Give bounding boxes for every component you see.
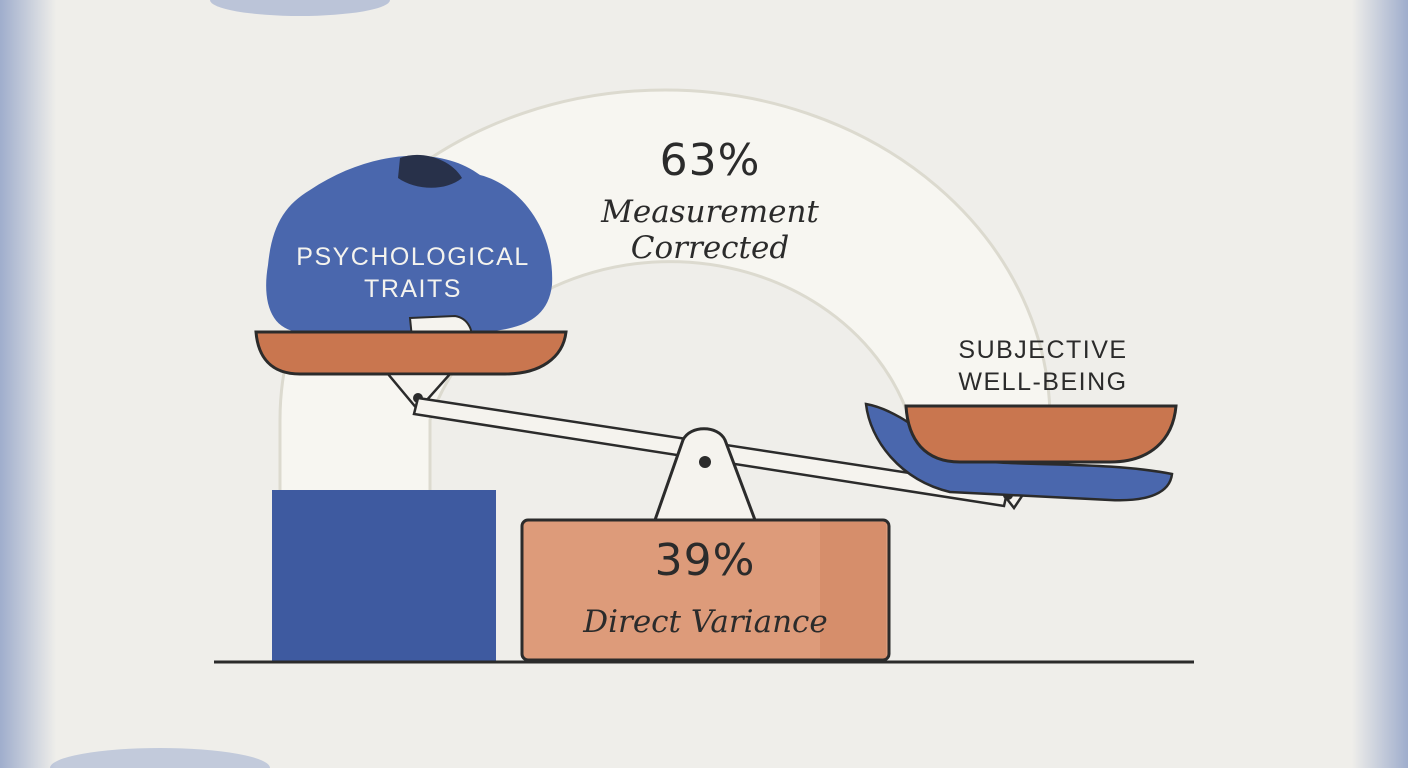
block-wash (820, 522, 886, 658)
subjective-well-being-line2: WELL-BEING (958, 368, 1128, 396)
measurement-corrected-label-line1: Measurement (601, 194, 819, 230)
left-pan (254, 330, 568, 376)
direct-variance-label: Direct Variance (583, 604, 828, 640)
measurement-corrected-label-line2: Corrected (630, 230, 790, 266)
fulcrum-pivot (699, 456, 711, 468)
traits-figure-body (272, 490, 496, 662)
direct-variance-block (520, 518, 891, 662)
subjective-well-being-line1: SUBJECTIVE (958, 336, 1128, 364)
measurement-corrected-percent: 63% (659, 135, 761, 186)
left-pan-hanger (385, 372, 453, 412)
fulcrum (652, 427, 758, 522)
top-wash (210, 0, 390, 16)
bottom-wash (50, 748, 270, 768)
psychological-traits-line1: PSYCHOLOGICAL (296, 243, 530, 271)
traits-figure (266, 155, 553, 332)
right-pan (904, 404, 1178, 464)
traits-figure-hair (398, 154, 462, 188)
direct-variance-percent: 39% (654, 535, 756, 586)
psychological-traits-line2: TRAITS (364, 275, 462, 303)
